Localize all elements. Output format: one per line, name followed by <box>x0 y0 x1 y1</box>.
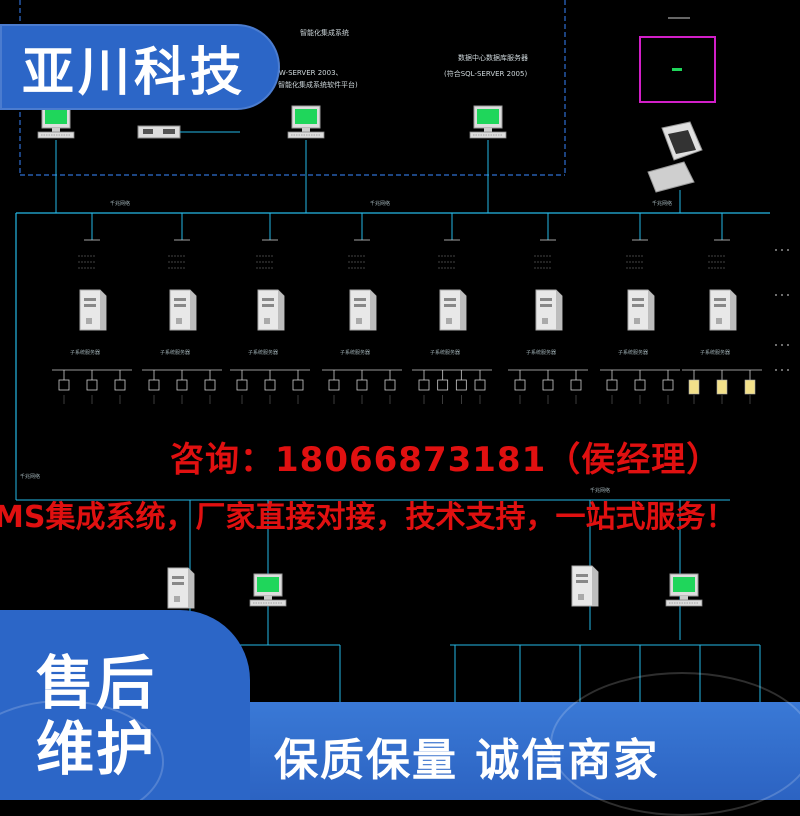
subsystem-column: 子系统服务器 <box>142 213 222 404</box>
db-server-title: 数据中心数据库服务器 <box>458 53 528 62</box>
field-device <box>236 379 248 391</box>
subsystem-columns: 子系统服务器 子系统服务器 子系统服务器 子系统服务器 子系统服务器 子系统服务器 子系统服… <box>52 213 789 404</box>
lower-workstation-right <box>665 573 703 607</box>
field-device <box>514 379 526 391</box>
sensor-device <box>716 379 728 395</box>
slogan-text: 保质保量 诚信商家 <box>274 735 660 786</box>
after-sales-line2: 维护 <box>36 715 157 783</box>
field-device <box>384 379 396 391</box>
bus-label-lower-right: 千兆网络 <box>590 487 610 494</box>
bus-label-lower-left: 千兆网络 <box>20 473 40 480</box>
continuation-dot <box>787 294 789 296</box>
continuation-dot <box>775 294 777 296</box>
subsystem-column: 子系统服务器 <box>600 213 680 404</box>
after-sales-panel: 售后 维护 <box>0 610 250 800</box>
main-backbone <box>15 212 770 470</box>
top-links <box>55 131 681 213</box>
field-device <box>437 379 449 391</box>
lower-server-right <box>571 565 599 607</box>
network-appliance <box>137 125 181 139</box>
brand-name: 亚川科技 <box>22 42 247 103</box>
operator-console <box>647 121 703 193</box>
field-device <box>58 379 70 391</box>
bus-label-right: 千兆网络 <box>652 200 672 207</box>
after-sales-line1: 售后 <box>36 649 157 717</box>
sensor-device <box>688 379 700 395</box>
subsystem-server <box>535 289 563 331</box>
subsystem-server <box>257 289 285 331</box>
field-device <box>86 379 98 391</box>
service-tagline: MS集成系统，厂家直接对接，技术支持，一站式服务！ <box>0 500 736 535</box>
subsystem-column: 子系统服务器 <box>682 213 762 404</box>
bus-label-top: 千兆网络 <box>110 200 130 207</box>
continuation-dot <box>775 344 777 346</box>
field-device <box>148 379 160 391</box>
continuation-dot <box>781 344 783 346</box>
subsystem-label: 子系统服务器 <box>430 349 460 356</box>
continuation-dot <box>775 369 777 371</box>
subsystem-server <box>169 289 197 331</box>
field-device <box>570 379 582 391</box>
subsystem-label: 子系统服务器 <box>618 349 648 356</box>
subsystem-column: 子系统服务器 <box>322 213 402 404</box>
subsystem-label: 子系统服务器 <box>248 349 278 356</box>
subsystem-server <box>349 289 377 331</box>
field-device <box>356 379 368 391</box>
bus-label-mid: 千兆网络 <box>370 200 390 207</box>
subsystem-column: 子系统服务器 <box>230 213 310 404</box>
continuation-dot <box>787 344 789 346</box>
display-screen <box>639 36 716 103</box>
subsystem-server <box>439 289 467 331</box>
field-device <box>455 379 467 391</box>
field-device <box>204 379 216 391</box>
consult-phone: 咨询：18066873181（侯经理） <box>170 440 722 480</box>
continuation-dot <box>781 249 783 251</box>
subsystem-column: 子系统服务器 <box>412 213 492 404</box>
subsystem-column: 子系统服务器 <box>52 213 132 404</box>
sensor-device <box>744 379 756 395</box>
server-room-frame <box>19 0 566 176</box>
field-device <box>176 379 188 391</box>
subsystem-server <box>79 289 107 331</box>
brand-badge: 亚川科技 <box>0 24 280 110</box>
subsystem-label: 子系统服务器 <box>700 349 730 356</box>
field-device <box>114 379 126 391</box>
center-server-sub2: 智能化集成系统软件平台) <box>278 80 358 89</box>
continuation-dot <box>781 294 783 296</box>
continuation-dot <box>787 369 789 371</box>
subsystem-server <box>709 289 737 331</box>
lower-server-left <box>167 567 195 609</box>
subsystem-label: 子系统服务器 <box>160 349 190 356</box>
subsystem-column: 子系统服务器 <box>508 213 588 404</box>
field-device <box>418 379 430 391</box>
continuation-dot <box>781 369 783 371</box>
field-device <box>264 379 276 391</box>
field-device <box>474 379 486 391</box>
field-device <box>542 379 554 391</box>
workstation-right <box>469 105 507 139</box>
display-screen-led <box>672 68 682 71</box>
center-server-title: 智能化集成系统 <box>300 28 349 37</box>
workstation-center <box>287 105 325 139</box>
lower-workstation-left <box>249 573 287 607</box>
continuation-dot <box>787 249 789 251</box>
field-device <box>328 379 340 391</box>
after-sales-text: 售后 维护 <box>36 650 156 782</box>
field-device <box>606 379 618 391</box>
workstation-left <box>37 105 75 139</box>
db-server-sub: (符合SQL-SERVER 2005) <box>444 69 527 78</box>
field-device <box>634 379 646 391</box>
subsystem-label: 子系统服务器 <box>340 349 370 356</box>
subsystem-label: 子系统服务器 <box>70 349 100 356</box>
subsystem-server <box>627 289 655 331</box>
slogan-band: 保质保量 诚信商家 <box>250 672 800 816</box>
subsystem-label: 子系统服务器 <box>526 349 556 356</box>
continuation-dot <box>775 249 777 251</box>
field-device <box>662 379 674 391</box>
center-server-sub1: DOW-SERVER 2003、 <box>268 69 343 77</box>
field-device <box>292 379 304 391</box>
